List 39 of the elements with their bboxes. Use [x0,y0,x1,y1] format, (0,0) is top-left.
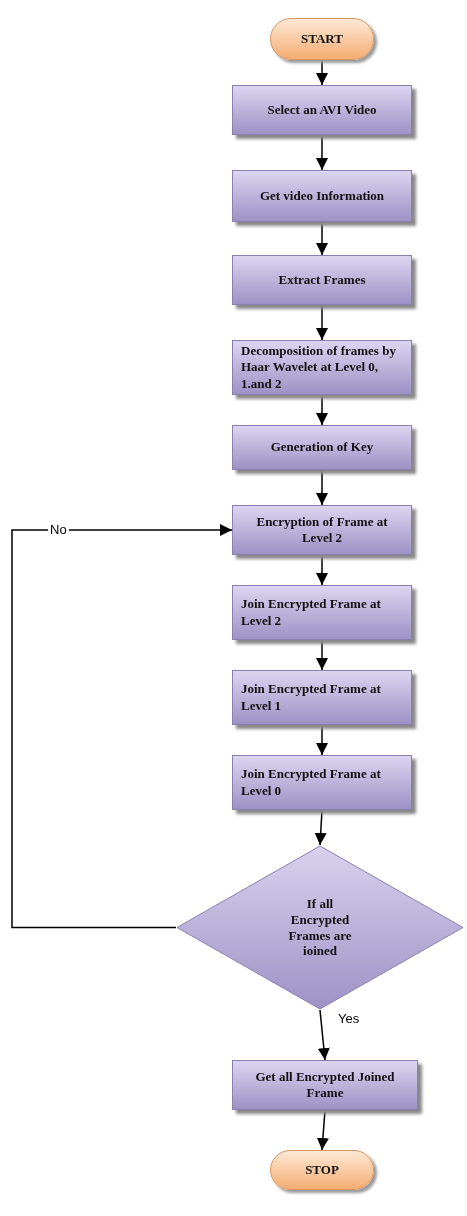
node-text: Join Encrypted Frame at Level 1 [241,681,382,714]
node-text: Extract Frames [278,271,366,289]
arrow [316,554,328,586]
arrow [316,221,328,256]
edge-label: No [48,523,69,536]
process-box [232,85,412,135]
node-text: Get all Encrypted Joined Frame [254,1068,396,1102]
process-box [232,255,412,305]
node-text: Join Encrypted Frame at Level 2 [241,596,382,629]
node-text: If all Encrypted Frames are ioined [288,896,352,959]
arrow [11,524,233,929]
decision-diamond [176,845,464,1010]
process-box [232,425,412,470]
process-box [232,585,412,640]
node-text: Select an AVI Video [267,101,377,119]
arrow [316,639,328,671]
node-text: Join Encrypted Frame at Level 0 [241,766,382,799]
process-box [232,670,412,725]
node-text: Decomposition of frames by Haar Wavelet at Level 0, 1.and 2 [241,343,397,392]
arrow [314,809,327,846]
arrow [316,134,328,171]
arrow [316,724,328,756]
node-text: Encryption of Frame at Level 2 [255,513,389,547]
process-box [232,755,412,810]
node-text: Generation of Key [270,439,374,456]
arrow [316,1109,329,1151]
node-text: Get video Information [259,187,385,205]
edge-label: Yes [336,1012,362,1025]
node-text: STOP [305,1161,339,1180]
node-text: START [301,30,343,49]
arrow [316,469,328,506]
process-box [232,505,412,555]
process-box [232,340,412,395]
process-box [232,1060,418,1110]
arrow [316,59,328,86]
arrow [317,1009,330,1061]
arrow [316,304,328,341]
arrow [316,394,328,426]
process-box [232,170,412,222]
